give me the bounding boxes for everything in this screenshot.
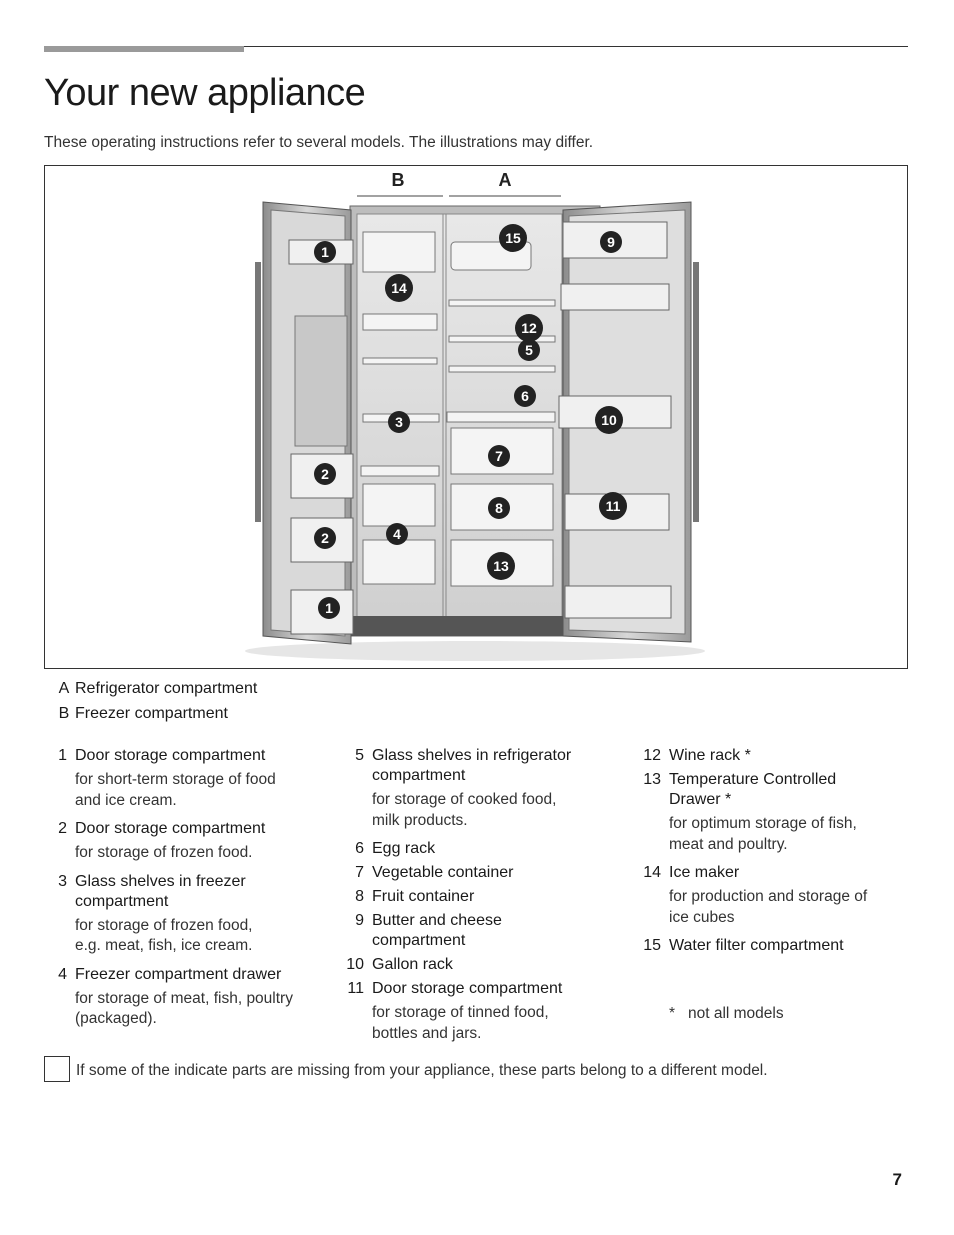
part-number: 9 [355,912,364,929]
svg-text:12: 12 [521,320,537,336]
footnote-mark: * [669,1005,676,1022]
svg-text:2: 2 [321,466,329,482]
callout-markers: 1 14 15 9 12 5 3 6 10 7 2 8 11 2 4 13 1 [314,224,627,619]
svg-text:4: 4 [393,526,401,542]
part-item: 11 Door storage compartment [333,979,623,999]
part-number: 2 [58,820,67,837]
part-item: 2 Door storage compartment [36,819,326,839]
legend-key: B [58,704,70,722]
part-number: 8 [355,888,364,905]
section-label-b: B [392,170,405,190]
part-number: 6 [355,840,364,857]
legend-item: B Freezer compartment [44,701,257,726]
svg-text:3: 3 [395,414,403,430]
part-name: Fruit container [372,888,475,905]
part-name: Door storage compartment [75,747,266,764]
part-item: 10 Gallon rack [333,955,623,975]
part-item: 6 Egg rack [333,839,623,859]
intro-text: These operating instructions refer to se… [44,134,594,151]
svg-text:10: 10 [601,412,617,428]
svg-text:6: 6 [521,388,529,404]
part-name: Vegetable container [372,864,514,881]
part-number: 11 [347,980,364,997]
svg-text:1: 1 [325,600,333,616]
part-number: 7 [355,864,364,881]
legend-item: A Refrigerator compartment [44,676,258,701]
part-description: for optimum storage of fish,meat and pou… [669,815,857,853]
part-name: Water filter compartment [669,937,844,954]
part-number: 10 [346,956,364,973]
svg-text:2: 2 [321,530,329,546]
part-name: Ice maker [669,864,740,881]
part-number: 4 [58,965,67,983]
part-name: Egg rack [372,840,436,857]
part-name: Gallon rack [372,956,453,973]
svg-text:13: 13 [493,558,509,574]
part-number: 5 [355,747,364,764]
legend-text: Freezer compartment [75,704,228,722]
legend-text: Refrigerator compartment [75,679,258,697]
part-item: 7 Vegetable container [333,863,623,883]
part-item: 8 Fruit container [333,887,623,907]
svg-text:5: 5 [525,342,533,358]
part-item: 12 Wine rack * [630,746,920,766]
svg-text:9: 9 [607,234,615,250]
part-item: 1 Door storage compartment [36,746,326,766]
part-name: Door storage compartment [372,980,563,997]
note-checkbox-icon [44,1056,70,1082]
part-name: Door storage compartment [75,820,266,837]
part-number: 15 [643,937,661,954]
part-number: 3 [58,872,67,890]
svg-text:15: 15 [505,230,521,246]
part-name: Wine rack * [669,747,751,764]
page-number: 7 [892,1170,902,1189]
compartment-legend: A Refrigerator compartment B Freezer com… [44,676,258,726]
section-label-a: A [499,170,512,190]
svg-text:8: 8 [495,500,503,516]
footnote: * not all models [638,1004,920,1025]
part-description: for storage of tinned food,bottles and j… [372,1004,549,1042]
part-number: 13 [643,771,661,788]
part-name: Freezer compartment drawer [75,965,282,983]
note-text: If some of the indicate parts are missin… [76,1062,768,1079]
part-number: 12 [643,747,661,764]
part-description: for storage of cooked food,milk products… [372,791,557,829]
svg-text:14: 14 [391,280,407,296]
part-number: 1 [58,747,67,764]
footnote-text: not all models [687,1005,784,1022]
part-description: for storage of meat, fish, poultry(packa… [75,989,293,1028]
svg-text:11: 11 [606,498,621,514]
header-rule-accent [44,46,244,52]
header-rule [44,46,908,47]
part-item: 4 Freezer compartment drawer [36,965,326,985]
svg-text:7: 7 [495,448,503,464]
legend-key: A [58,679,70,697]
appliance-illustration: B A 1 14 15 9 12 5 3 6 10 7 2 8 11 2 4 1… [44,165,908,669]
svg-text:1: 1 [321,244,329,260]
part-item: 14 Ice maker [630,863,920,883]
part-number: 14 [643,864,661,881]
part-item: 15 Water filter compartment [630,936,920,956]
part-description: for storage of frozen food,e.g. meat, fi… [75,916,253,955]
fridge-drawing: B A 1 14 15 9 12 5 3 6 10 7 2 8 11 2 4 1… [245,170,705,661]
part-description: for storage of frozen food. [75,844,253,861]
page-title: Your new appliance [44,72,366,114]
